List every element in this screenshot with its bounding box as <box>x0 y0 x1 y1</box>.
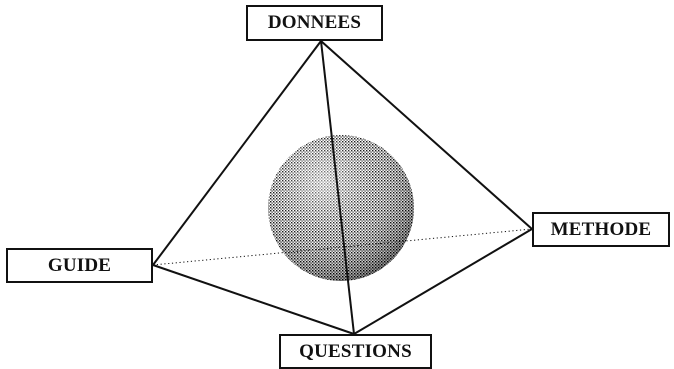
node-methode: METHODE <box>532 212 670 247</box>
node-guide: GUIDE <box>6 248 153 283</box>
sphere <box>268 135 414 281</box>
node-questions: QUESTIONS <box>279 334 432 369</box>
node-donnees: DONNEES <box>246 5 383 41</box>
